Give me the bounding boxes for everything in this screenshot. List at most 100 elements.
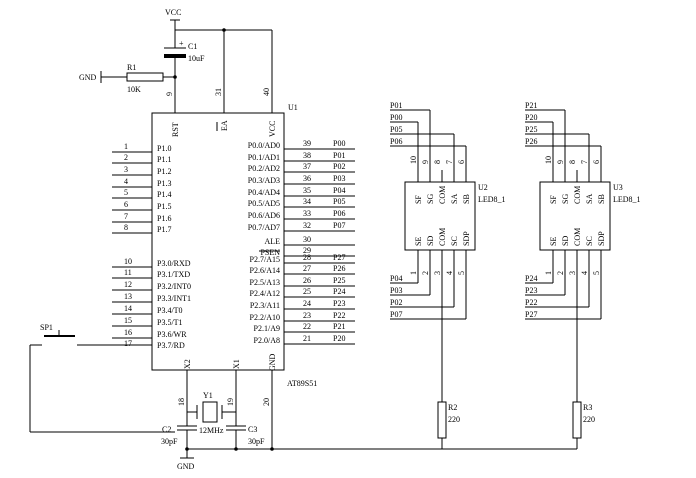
gnd-bottom-label: GND [177,462,195,471]
sp1-ref: SP1 [40,323,53,332]
pin-name: SG [426,194,435,204]
pin-name: P2.3/A11 [250,301,280,310]
pin-number: 1 [544,271,553,275]
net-label: P20 [525,113,537,122]
led-display-u2: U2LED8_1SF10SG9COM8SA7SB6SE1SD2COM3SC4SD… [390,101,506,449]
display-ref: U3 [613,183,623,192]
pin-number: 16 [124,328,132,337]
net-label: P25 [525,125,537,134]
c1-plate-bottom [164,54,186,58]
c1-value: 10uF [188,54,205,63]
pin-name: X2 [183,359,192,369]
pin-name: COM [438,228,447,246]
pin-number: 5 [124,188,128,197]
pin-name: P0.1/AD1 [248,153,280,162]
c3-ref: C3 [248,425,257,434]
pin-name: P2.2/A10 [250,313,280,322]
pin-name: P1.5 [157,202,171,211]
pin-number: 1 [124,142,128,151]
pin-name: X1 [232,359,241,369]
pin-name: RST [171,122,180,137]
pin-number: 1 [409,271,418,275]
pin-number: 14 [124,304,132,313]
r1-body [126,72,164,82]
net-label: P03 [390,286,402,295]
pin-name: P1.0 [157,144,171,153]
pin-number: 9 [421,160,430,164]
pin-name: P1.2 [157,167,171,176]
pin-number: 6 [457,160,466,164]
net-label: P04 [390,274,402,283]
c3-value: 30pF [248,437,265,446]
pin-number: 15 [124,316,132,325]
pin-name: P3.2/INT0 [157,282,191,291]
pin-number: 35 [303,186,311,195]
pin-number: 26 [303,276,311,285]
pin-name: SB [462,194,471,204]
mcu-body [151,112,285,371]
pin-number: 6 [592,160,601,164]
pin-number: 28 [303,253,311,262]
pin-name: P0.3/AD3 [248,176,280,185]
pin-name: COM [573,186,582,204]
pin-name: P1.6 [157,214,171,223]
resistor-body [437,401,447,439]
pin-number: 8 [124,223,128,232]
pin-number: 33 [303,209,311,218]
display-part: LED8_1 [613,195,641,204]
c2-value: 30pF [161,437,178,446]
pin-number: 31 [214,88,223,96]
pin-number: 36 [303,174,311,183]
gnd-top-label: GND [79,73,97,82]
pin-name: P0.7/AD7 [248,223,280,232]
pin-number: 24 [303,299,311,308]
resistor-value: 220 [583,415,595,424]
pin-name: SD [561,236,570,246]
mcu-u1: U1 AT89S51 9 RST 31 EA 40 VCC X2 18 X1 1… [112,88,355,449]
pin-number: 34 [303,197,311,206]
pin-number: 13 [124,292,132,301]
pin-number: 19 [226,398,235,406]
pin-number: 12 [124,280,132,289]
pin-name: P1.7 [157,225,171,234]
net-label: P25 [333,276,345,285]
c1-plus: + [179,39,184,48]
pin-name: SC [585,236,594,246]
net-label: P00 [390,113,402,122]
pin-number: 18 [177,398,186,406]
net-label: P26 [333,264,345,273]
c2-ref: C2 [162,425,171,434]
pin-name: P2.1/A9 [254,324,280,333]
pin-number: 29 [303,246,311,255]
pin-name: GND [268,353,277,371]
net-label: P20 [333,334,345,343]
net-label: P23 [525,286,537,295]
pin-name: P3.3/INT1 [157,294,191,303]
pin-name: P3.5/T1 [157,318,183,327]
net-label: P07 [390,310,402,319]
pin-name: SF [414,195,423,204]
switch-sp1: SP1 [29,323,175,433]
pin-name: P1.3 [157,179,171,188]
pin-name: P0.6/AD6 [248,211,280,220]
pin-number: 27 [303,264,311,273]
pin-name: SG [561,194,570,204]
pin-name: P3.7/RD [157,341,185,350]
pin-name: P0.4/AD4 [248,188,280,197]
net-label: P05 [333,197,345,206]
net-label: P24 [333,287,345,296]
pin-name: SDP [597,231,606,246]
pin-number: 8 [568,160,577,164]
sp1-contact [72,342,78,348]
pin-name: SE [414,237,423,246]
net-label: P02 [390,298,402,307]
pin-name: SE [549,237,558,246]
pin-name: SB [597,194,606,204]
net-label: P24 [525,274,537,283]
crystal-ref: Y1 [203,391,213,400]
pin-number: 8 [433,160,442,164]
net-label: P05 [390,125,402,134]
